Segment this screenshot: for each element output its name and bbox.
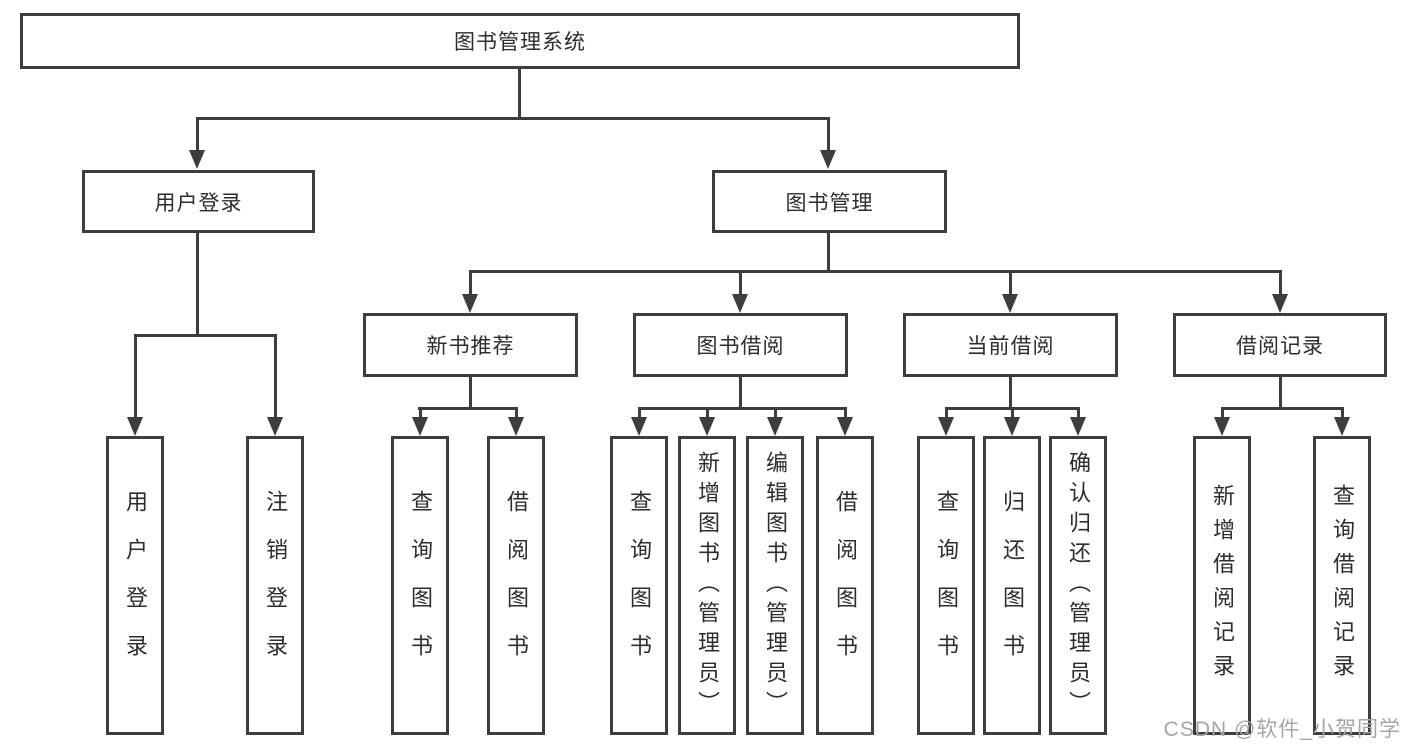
connector-arrow-stem-current-borrow — [1009, 270, 1012, 294]
leaf-confirm-return-admin: 确认归还（管理员） — [1049, 436, 1107, 735]
node-new-book-recommend: 新书推荐 — [363, 313, 578, 377]
leaf-edit-book-admin: 编辑图书（管理员） — [746, 436, 804, 735]
connector-book-borrow-stub — [739, 377, 742, 410]
connector-book-management-stub — [827, 233, 830, 273]
node-book-borrow: 图书借阅 — [633, 313, 848, 377]
connector-arrow-stem-edit-book-admin — [774, 407, 777, 418]
connector-arrow-stem-query-borrow-record — [1341, 407, 1344, 418]
connector-user-login-stub — [196, 233, 199, 337]
connector-book-management-branch — [469, 270, 1282, 273]
connector-arrow-stem-return-book — [1011, 407, 1014, 418]
connector-new-book-recommend-stub — [469, 377, 472, 410]
arrowhead-down-return-book — [1004, 417, 1020, 436]
leaf-borrow-book-recommend: 借阅图书 — [487, 436, 545, 735]
leaf-query-book-current: 查询图书 — [917, 436, 975, 735]
connector-arrow-stem-book-borrow — [739, 270, 742, 294]
connector-book-borrow-branch — [638, 407, 847, 410]
connector-arrow-stem-leaf-logout — [274, 334, 277, 417]
connector-arrow-stem-confirm-return-admin — [1077, 407, 1080, 418]
connector-arrow-stem-add-borrow-record — [1221, 407, 1224, 418]
connector-arrow-stem-query-book-current — [945, 407, 948, 418]
arrowhead-down-edit-book-admin — [767, 417, 783, 436]
connector-borrow-records-branch — [1221, 407, 1344, 410]
connector-user-login-branch — [134, 334, 277, 337]
connector-arrow-stem-user-login — [196, 117, 199, 151]
leaf-user-login: 用户登录 — [106, 436, 164, 735]
leaf-add-book-admin: 新增图书（管理员） — [678, 436, 736, 735]
arrowhead-down-borrow-book-borrow — [837, 417, 853, 436]
leaf-borrow-book-borrow: 借阅图书 — [816, 436, 874, 735]
arrowhead-down-confirm-return-admin — [1070, 417, 1086, 436]
connector-arrow-stem-add-book-admin — [706, 407, 709, 418]
node-book-management: 图书管理 — [712, 170, 947, 233]
connector-arrow-stem-borrow-book-recommend — [515, 407, 518, 418]
arrowhead-down-new-book-recommend — [462, 294, 478, 313]
connector-arrow-stem-borrow-records — [1279, 270, 1282, 294]
connector-root-stub — [518, 69, 521, 120]
node-borrow-records: 借阅记录 — [1173, 313, 1387, 377]
connector-root-branch — [196, 117, 830, 120]
connector-new-book-recommend-branch — [418, 407, 518, 410]
node-current-borrow: 当前借阅 — [903, 313, 1118, 377]
arrowhead-down-borrow-book-recommend — [508, 417, 524, 436]
arrowhead-down-query-book-current — [938, 417, 954, 436]
leaf-query-book-borrow: 查询图书 — [610, 436, 668, 735]
arrowhead-down-leaf-logout — [267, 417, 283, 436]
arrowhead-down-leaf-user-login — [127, 417, 143, 436]
arrowhead-down-query-borrow-record — [1334, 417, 1350, 436]
connector-arrow-stem-query-book-borrow — [638, 407, 641, 418]
connector-arrow-stem-book-management — [827, 117, 830, 151]
leaf-logout: 注销登录 — [246, 436, 304, 735]
arrowhead-down-book-management — [820, 150, 836, 169]
arrowhead-down-user-login — [189, 150, 205, 169]
leaf-return-book: 归还图书 — [983, 436, 1041, 735]
arrowhead-down-add-borrow-record — [1214, 417, 1230, 436]
arrowhead-down-current-borrow — [1002, 294, 1018, 313]
connector-current-borrow-stub — [1009, 377, 1012, 410]
csdn-watermark: CSDN @软件_小贺同学 — [1163, 718, 1401, 741]
node-user-login: 用户登录 — [82, 170, 315, 233]
node-root-library-system: 图书管理系统 — [20, 13, 1020, 69]
arrowhead-down-add-book-admin — [699, 417, 715, 436]
connector-borrow-records-stub — [1279, 377, 1282, 410]
arrowhead-down-borrow-records — [1272, 294, 1288, 313]
connector-arrow-stem-query-book-recommend — [419, 407, 422, 418]
connector-arrow-stem-leaf-user-login — [134, 334, 137, 417]
arrowhead-down-query-book-borrow — [631, 417, 647, 436]
arrowhead-down-book-borrow — [732, 294, 748, 313]
connector-arrow-stem-new-book-recommend — [469, 270, 472, 294]
arrowhead-down-query-book-recommend — [412, 417, 428, 436]
leaf-query-borrow-record: 查询借阅记录 — [1313, 436, 1371, 735]
connector-arrow-stem-borrow-book-borrow — [844, 407, 847, 418]
leaf-query-book-recommend: 查询图书 — [391, 436, 449, 735]
leaf-add-borrow-record: 新增借阅记录 — [1193, 436, 1251, 735]
